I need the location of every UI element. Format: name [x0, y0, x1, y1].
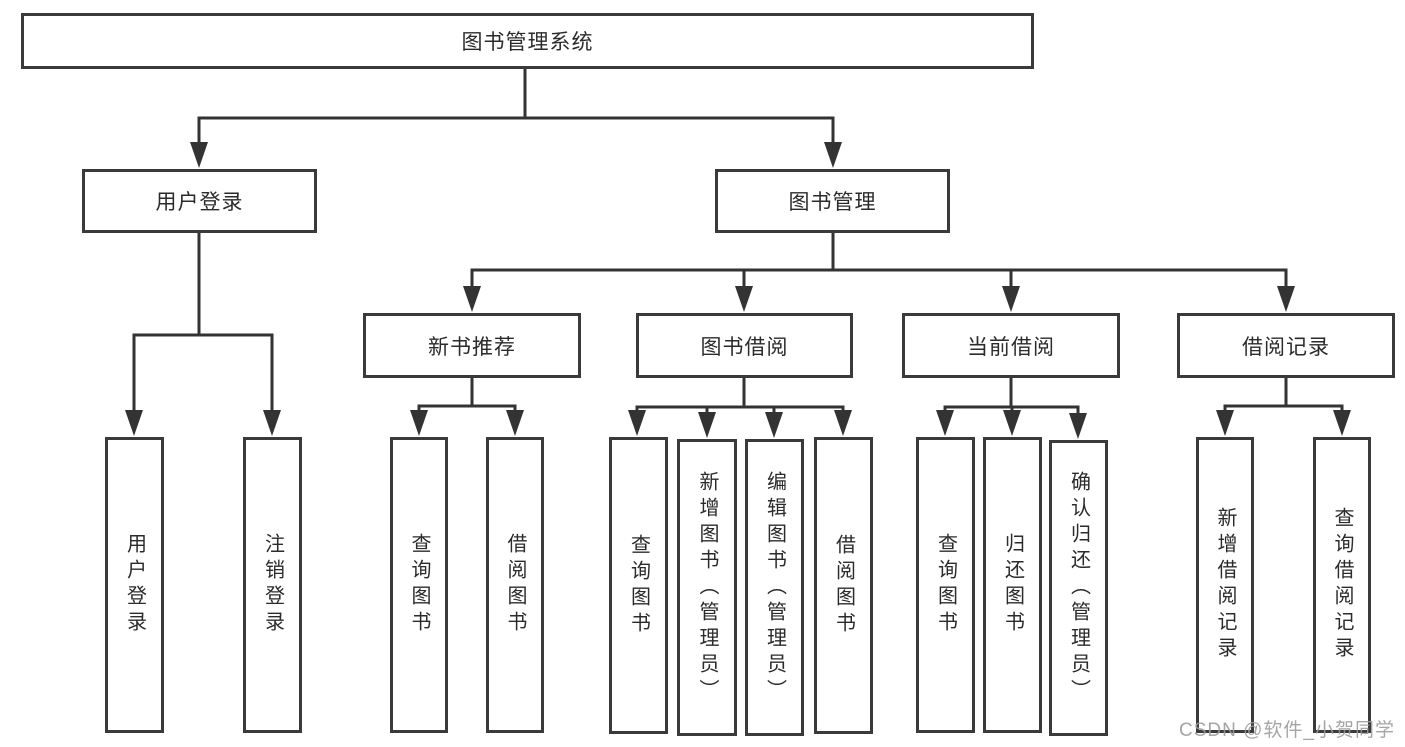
arrowhead-icon	[1277, 286, 1295, 312]
leaf-return-books: 归还图书	[983, 437, 1042, 733]
leaf-add-book-admin-label: 新增图书（管理员）	[696, 470, 718, 705]
leaf-user-login: 用户登录	[105, 437, 164, 733]
node-current-borrowing: 当前借阅	[902, 313, 1120, 378]
leaf-query-books-1: 查询图书	[390, 437, 448, 733]
leaf-logout-login-label: 注销登录	[261, 533, 284, 637]
node-root-label: 图书管理系统	[461, 31, 594, 54]
leaf-add-borrow-record-label: 新增借阅记录	[1214, 507, 1236, 663]
leaf-confirm-return-admin: 确认归还（管理员）	[1049, 440, 1108, 736]
node-borrowing-records-label: 借阅记录	[1242, 335, 1330, 359]
leaf-query-books-3: 查询图书	[916, 437, 975, 733]
node-current-borrowing-label: 当前借阅	[967, 335, 1055, 359]
node-user-login-label: 用户登录	[155, 191, 244, 214]
leaf-edit-book-admin-label: 编辑图书（管理员）	[763, 470, 786, 705]
leaf-query-books-2: 查询图书	[609, 437, 668, 734]
node-new-book-recommend: 新书推荐	[363, 313, 581, 378]
arrowhead-icon	[698, 412, 716, 438]
leaf-borrow-books-1-label: 借阅图书	[504, 533, 526, 637]
node-user-login: 用户登录	[82, 169, 317, 233]
arrowhead-icon	[125, 410, 143, 436]
leaf-edit-book-admin: 编辑图书（管理员）	[745, 439, 804, 736]
arrowhead-icon	[410, 410, 428, 436]
leaf-borrow-books-2: 借阅图书	[814, 437, 873, 734]
watermark: CSDN @软件_小贺同学	[1179, 720, 1395, 741]
node-book-borrowing: 图书借阅	[636, 313, 853, 378]
node-book-management: 图书管理	[715, 169, 950, 233]
arrowhead-icon	[1069, 413, 1087, 439]
node-new-book-recommend-label: 新书推荐	[428, 335, 516, 359]
arrowhead-icon	[506, 410, 524, 436]
leaf-query-borrow-record: 查询借阅记录	[1313, 437, 1371, 733]
arrowhead-icon	[765, 412, 783, 438]
leaf-confirm-return-admin-label: 确认归还（管理员）	[1067, 471, 1090, 705]
leaf-add-book-admin: 新增图书（管理员）	[677, 439, 737, 736]
leaf-query-books-3-label: 查询图书	[934, 533, 957, 637]
leaf-logout-login: 注销登录	[243, 437, 302, 733]
arrowhead-icon	[735, 286, 753, 312]
arrowhead-icon	[628, 410, 646, 436]
leaf-query-borrow-record-label: 查询借阅记录	[1331, 507, 1353, 663]
leaf-borrow-books-2-label: 借阅图书	[832, 533, 855, 638]
leaf-query-books-2-label: 查询图书	[627, 533, 650, 638]
leaf-query-books-1-label: 查询图书	[408, 533, 430, 637]
leaf-user-login-label: 用户登录	[123, 533, 146, 637]
node-borrowing-records: 借阅记录	[1177, 313, 1395, 378]
leaf-borrow-books-1: 借阅图书	[486, 437, 544, 733]
arrowhead-icon	[1333, 410, 1351, 436]
arrowhead-icon	[1216, 410, 1234, 436]
arrowhead-icon	[824, 142, 842, 168]
leaf-add-borrow-record: 新增借阅记录	[1196, 437, 1254, 733]
arrowhead-icon	[936, 410, 954, 436]
arrowhead-icon	[1003, 410, 1021, 436]
node-book-management-label: 图书管理	[788, 191, 877, 214]
node-root: 图书管理系统	[21, 13, 1034, 69]
leaf-return-books-label: 归还图书	[1001, 533, 1024, 637]
arrowhead-icon	[190, 142, 208, 168]
arrowhead-icon	[263, 410, 281, 436]
node-book-borrowing-label: 图书借阅	[700, 335, 789, 359]
arrowhead-icon	[1002, 286, 1020, 312]
arrowhead-icon	[463, 286, 481, 312]
arrowhead-icon	[834, 410, 852, 436]
